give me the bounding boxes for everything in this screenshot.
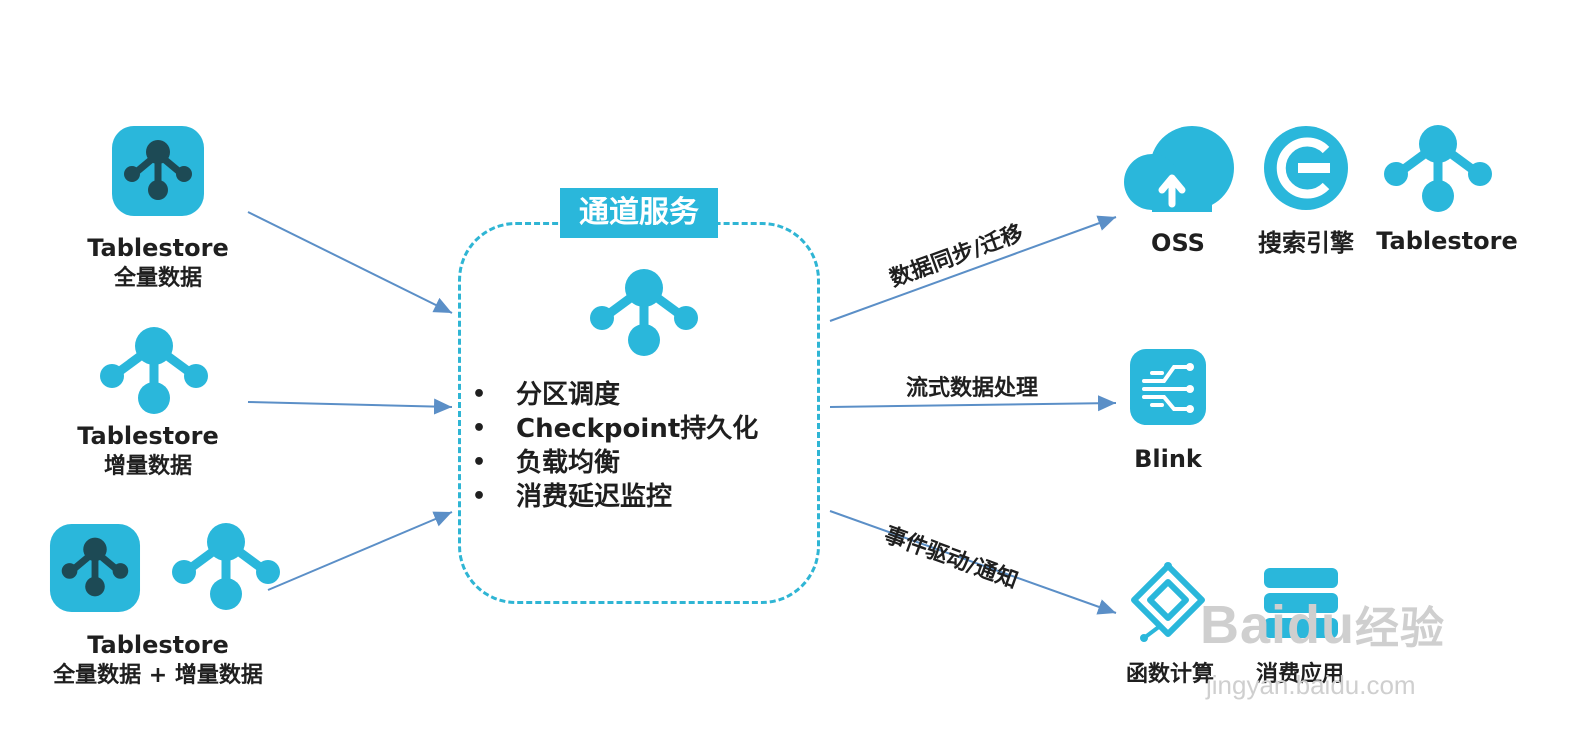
target-search-label: 搜索引擎 (1258, 229, 1354, 257)
arrow-sync (829, 215, 1117, 322)
watermark-brand: Baidu经验 (1200, 595, 1446, 655)
target-consumer-label: 消费应用 (1255, 662, 1344, 687)
target-oss-label: OSS (1151, 229, 1205, 257)
arrow-full-to-service (247, 211, 453, 314)
target-fc-label: 函数计算 (1125, 662, 1214, 687)
feature-item: •分区调度 (472, 380, 621, 410)
tablestore-full-icon (112, 126, 204, 216)
oss-icon (1124, 126, 1234, 212)
arrow-stream (829, 395, 1117, 412)
source-full-desc: 全量数据 (113, 266, 202, 291)
function-compute-icon (1131, 562, 1205, 642)
tablestore-incr-icon (100, 327, 208, 414)
tunnel-service-title: 通道服务 (560, 188, 718, 238)
consumer-app-icon (1264, 568, 1338, 638)
arrow-both-to-service (267, 511, 453, 591)
target-tablestore-label: Tablestore (1376, 227, 1518, 255)
search-engine-icon (1264, 126, 1348, 210)
source-both-desc: 全量数据 + 增量数据 (53, 663, 263, 688)
source-incr-desc: 增量数据 (103, 454, 192, 479)
source-full-name: Tablestore (87, 234, 229, 262)
feature-item: •负载均衡 (472, 448, 621, 478)
arrow-incr-to-service (247, 398, 453, 415)
flow-label-stream: 流式数据处理 (906, 376, 1039, 401)
arrow-event (829, 510, 1117, 615)
source-both-name: Tablestore (87, 631, 229, 659)
tablestore-full-icon-2 (49, 523, 141, 613)
blink-icon (1130, 349, 1206, 425)
feature-list: •分区调度 •Checkpoint持久化 •负载均衡 •消费延迟监控 (472, 378, 758, 514)
tablestore-incr-icon-2 (172, 523, 280, 610)
target-blink-label: Blink (1134, 445, 1202, 473)
feature-item: •消费延迟监控 (472, 482, 673, 512)
feature-item: •Checkpoint持久化 (472, 414, 759, 444)
tablestore-target-icon (1384, 125, 1492, 212)
tablestore-service-icon (590, 269, 698, 356)
watermark-url: jingyan.baidu.com (1206, 670, 1416, 700)
source-incr-name: Tablestore (77, 422, 219, 450)
